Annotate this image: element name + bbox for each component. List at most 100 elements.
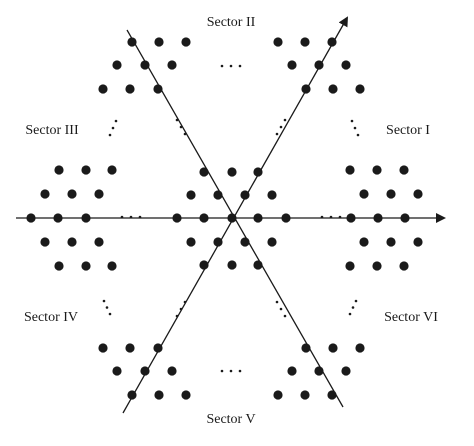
- left-lattice-point: [107, 165, 117, 175]
- center-lattice-point: [240, 190, 250, 200]
- lower-left-lattice-point: [98, 343, 108, 353]
- ellipsis-outer-upper-left: [114, 119, 118, 123]
- ellipsis-diag-lower-left: [175, 314, 179, 318]
- ellipsis-diag-upper-right: [283, 118, 287, 122]
- lower-right-lattice-point: [273, 390, 283, 400]
- ellipsis-diag-upper-left: [179, 125, 183, 129]
- center-lattice-point: [227, 167, 237, 177]
- ellipsis-outer-upper-right: [356, 133, 360, 137]
- lower-left-lattice-point: [167, 366, 177, 376]
- ellipsis-diag-lower-right: [279, 307, 283, 311]
- center-lattice-point: [267, 190, 277, 200]
- left-lattice-point: [40, 237, 50, 247]
- ellipsis-left: [120, 215, 124, 219]
- upper-right-lattice-point: [301, 84, 311, 94]
- right-lattice-point: [399, 165, 409, 175]
- center-lattice-point: [253, 167, 263, 177]
- right-lattice-point: [345, 261, 355, 271]
- center-lattice-point: [227, 260, 237, 270]
- center-lattice-point: [199, 167, 209, 177]
- left-lattice-point: [67, 237, 77, 247]
- lower-left-lattice-point: [112, 366, 122, 376]
- upper-left-lattice-point: [167, 60, 177, 70]
- left-lattice-point: [81, 165, 91, 175]
- lower-right-lattice-point: [327, 390, 337, 400]
- left-lattice-point: [40, 189, 50, 199]
- ellipsis-bottom: [220, 369, 224, 373]
- sector-label-v: Sector V: [206, 412, 255, 427]
- ellipsis-diag-lower-right: [283, 314, 287, 318]
- center-lattice-point: [213, 190, 223, 200]
- center-lattice-point: [267, 237, 277, 247]
- left-lattice-point: [26, 213, 36, 223]
- upper-left-lattice-point: [153, 84, 163, 94]
- upper-left-lattice-point: [181, 37, 191, 47]
- ellipsis-diag-upper-right: [279, 125, 283, 129]
- upper-left-lattice-point: [112, 60, 122, 70]
- ellipsis-outer-upper-right: [353, 126, 357, 130]
- ellipsis-diag-upper-right: [275, 132, 279, 136]
- ellipsis-outer-lower-right: [348, 312, 352, 316]
- ellipsis-top: [238, 64, 242, 68]
- lower-left-lattice-point: [127, 390, 137, 400]
- center-lattice-point: [253, 213, 263, 223]
- ellipsis-right: [329, 215, 333, 219]
- ellipsis-outer-upper-right: [350, 119, 354, 123]
- ellipsis-outer-lower-right: [351, 306, 355, 309]
- upper-left-lattice-point: [98, 84, 108, 94]
- upper-left-lattice-point: [140, 60, 150, 70]
- right-lattice-point: [359, 189, 369, 199]
- sector-label-iii: Sector III: [25, 123, 79, 138]
- lower-left-lattice-point: [125, 343, 135, 353]
- upper-right-lattice-point: [300, 37, 310, 47]
- upper-right-lattice-point: [273, 37, 283, 47]
- left-lattice-point: [81, 213, 91, 223]
- lattice-points: [26, 37, 423, 400]
- ellipsis-left: [129, 215, 133, 219]
- left-lattice-point: [54, 165, 64, 175]
- left-lattice-point: [54, 261, 64, 271]
- upper-left-lattice-point: [127, 37, 137, 47]
- lower-left-lattice-point: [154, 390, 164, 400]
- ellipsis-outer-lower-right: [354, 299, 358, 303]
- center-lattice-point: [199, 260, 209, 270]
- right-lattice-point: [372, 165, 382, 175]
- ellipsis-right: [338, 215, 342, 219]
- right-lattice-point: [345, 165, 355, 175]
- ellipsis-left: [138, 215, 142, 219]
- lower-right-lattice-point: [300, 390, 310, 400]
- center-lattice-point: [199, 213, 209, 223]
- ellipsis-top: [229, 64, 233, 68]
- right-lattice-point: [372, 261, 382, 271]
- center-lattice-point: [281, 213, 291, 223]
- right-lattice-point: [386, 189, 396, 199]
- upper-right-lattice-point: [341, 60, 351, 70]
- lower-right-lattice-point: [355, 343, 365, 353]
- right-lattice-point: [346, 213, 356, 223]
- ellipsis-diag-lower-left: [183, 300, 187, 304]
- lower-left-lattice-point: [181, 390, 191, 400]
- sector-label-i: Sector I: [386, 123, 430, 138]
- center-lattice-point: [186, 190, 196, 200]
- left-lattice-point: [67, 189, 77, 199]
- center-lattice-point: [186, 237, 196, 247]
- ellipsis-diag-upper-left: [175, 118, 179, 122]
- ellipsis-right: [320, 215, 324, 219]
- ellipsis-outer-upper-left: [108, 133, 112, 137]
- upper-right-lattice-point: [328, 84, 338, 94]
- lower-right-lattice-point: [314, 366, 324, 376]
- ellipsis-diag-upper-left: [183, 132, 187, 136]
- right-lattice-point: [400, 213, 410, 223]
- ellipsis-bottom: [229, 369, 233, 373]
- left-lattice-point: [94, 237, 104, 247]
- center-lattice-point: [213, 237, 223, 247]
- lower-right-lattice-point: [328, 343, 338, 353]
- center-lattice-point: [240, 237, 250, 247]
- left-lattice-point: [94, 189, 104, 199]
- left-lattice-point: [53, 213, 63, 223]
- center-lattice-point: [172, 213, 182, 223]
- ellipsis-marks: [102, 64, 360, 373]
- ellipsis-diag-lower-right: [275, 300, 279, 304]
